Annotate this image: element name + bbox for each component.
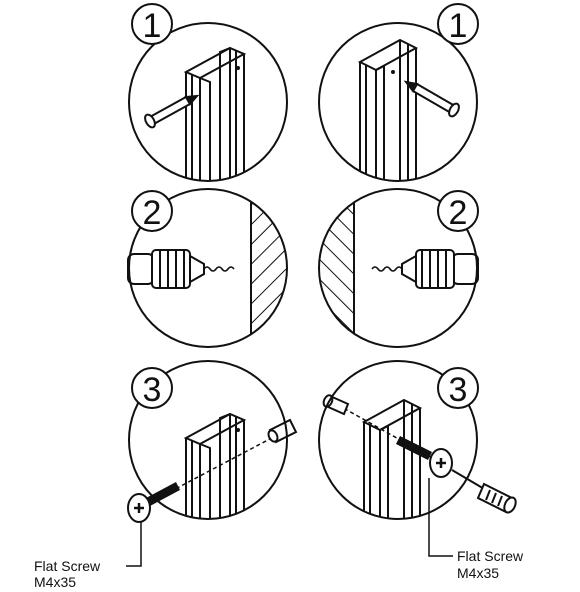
step-number: 1: [449, 7, 468, 45]
u-channel-profile: [357, 38, 419, 181]
screwdriver-icon: [451, 469, 517, 514]
wall-section: [251, 189, 287, 347]
screw-icon: [127, 482, 180, 523]
wall-plug-icon: [322, 394, 350, 416]
flat-screw-callout: Flat Screw M4x35: [34, 558, 101, 590]
u-channel-profile: [183, 412, 247, 519]
u-channel-profile: [183, 46, 247, 181]
step-number: 1: [143, 7, 162, 45]
step-2-right-panel: 2: [318, 188, 479, 348]
u-channel-profile: [361, 398, 423, 519]
callout-leader: [126, 522, 142, 567]
step-3-right-panel: 3 Flat Screw M4x35: [318, 360, 524, 581]
step-circle: [128, 360, 288, 520]
pencil-icon: [403, 80, 460, 118]
pencil-icon: [144, 94, 200, 129]
step-number: 3: [143, 371, 162, 409]
callout-leader: [428, 478, 453, 557]
flat-screw-callout: Flat Screw M4x35: [457, 548, 524, 581]
step-badge: 3: [131, 367, 173, 409]
step-number: 3: [449, 371, 468, 409]
step-1-left-panel: 1: [128, 3, 288, 182]
step-badge: 1: [437, 3, 479, 45]
step-circle: [128, 22, 288, 182]
alignment-line: [144, 431, 284, 506]
step-badge: 2: [131, 190, 173, 232]
callout-size: M4x35: [34, 574, 76, 590]
step-circle: [318, 22, 478, 182]
step-circle: [318, 360, 478, 520]
step-badge: 2: [437, 190, 479, 232]
step-number: 2: [449, 194, 468, 232]
wall-section: [319, 189, 354, 347]
step-1-right-panel: 1: [318, 3, 479, 182]
step-circle: [318, 188, 478, 348]
step-3-left-panel: 3 Flat Screw M4x35: [34, 360, 298, 590]
step-number: 2: [143, 194, 162, 232]
screw-icon: [396, 436, 453, 478]
wall-plug-icon: [267, 418, 298, 444]
callout-name: Flat Screw: [34, 558, 101, 574]
drill-icon: [371, 249, 479, 289]
step-badge: 3: [437, 367, 479, 409]
callout-size: M4x35: [457, 565, 499, 581]
step-badge: 1: [131, 3, 173, 45]
step-circle: [128, 188, 288, 348]
drill-icon: [127, 249, 235, 289]
callout-name: Flat Screw: [457, 548, 524, 564]
step-2-left-panel: 2: [127, 188, 288, 348]
